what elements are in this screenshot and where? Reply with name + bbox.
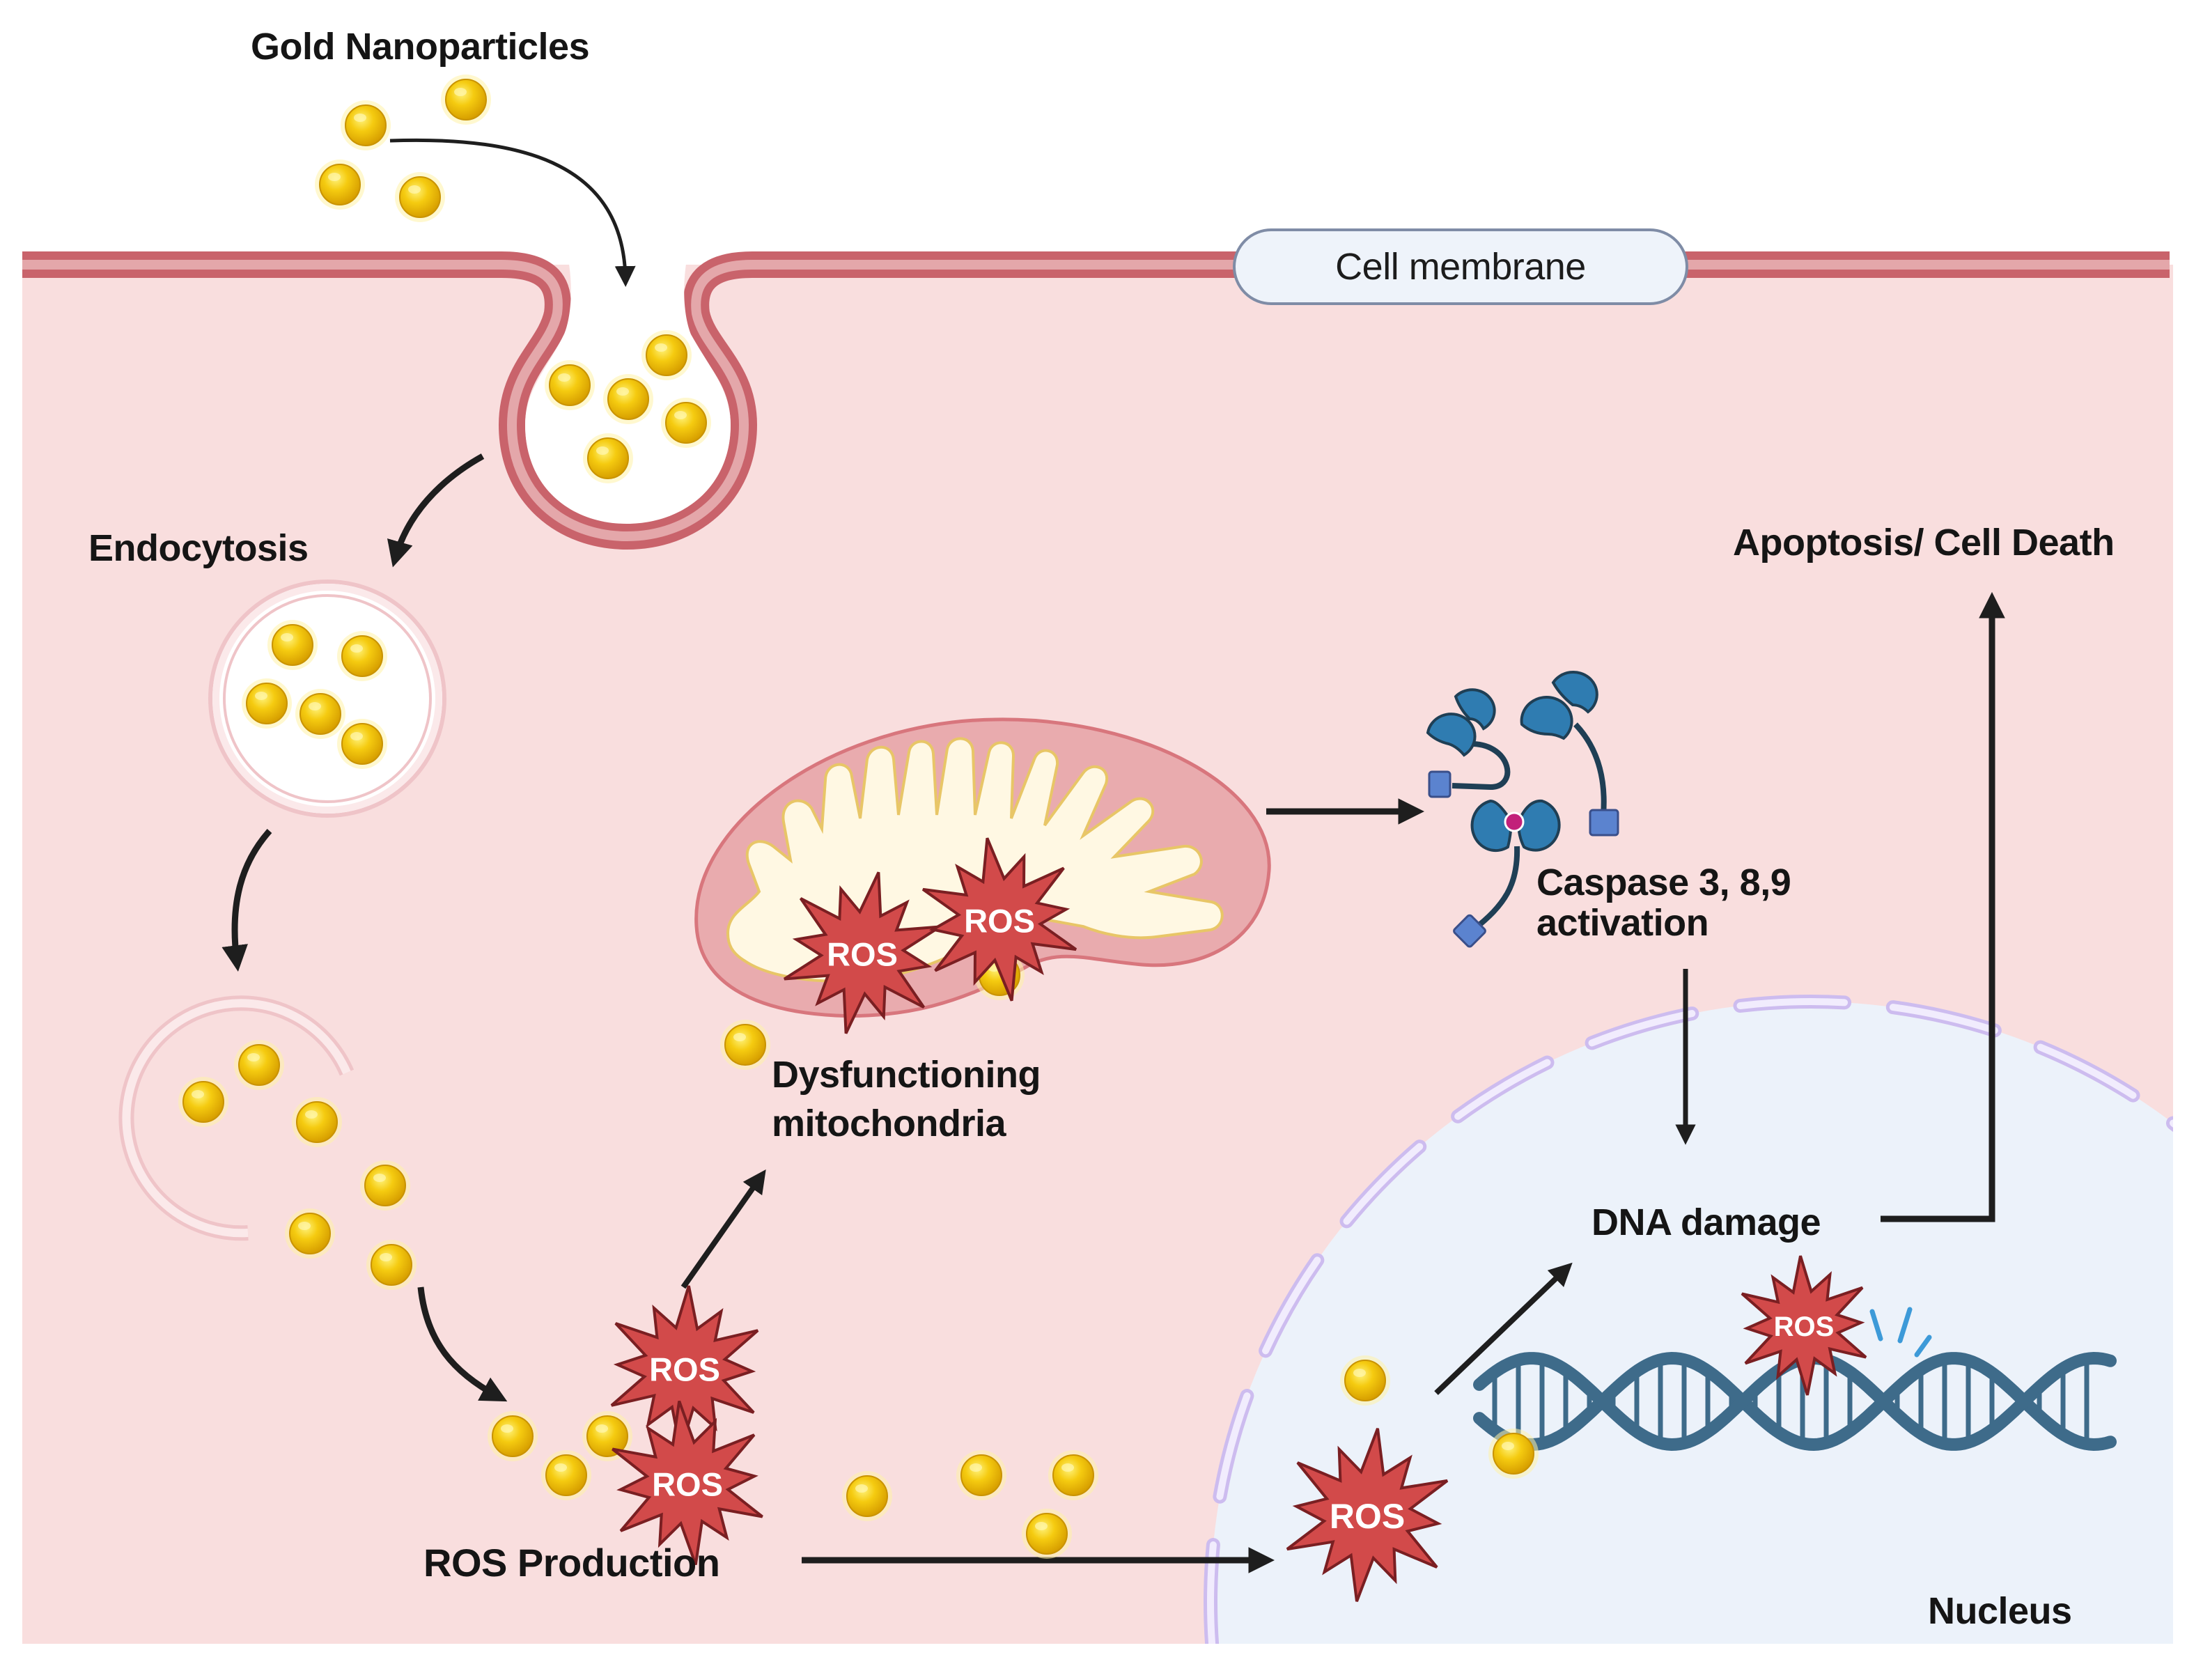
gold-nanoparticle	[1048, 1450, 1098, 1500]
gold-nanoparticle	[267, 620, 318, 670]
ruptured-endosome	[118, 995, 355, 1241]
arrow-nanoparticles-to-pit	[389, 138, 636, 287]
gold-nanoparticle	[295, 689, 345, 739]
caspase-inactive-1	[1426, 688, 1511, 798]
gold-nanoparticle	[1488, 1429, 1539, 1479]
ros-label: ROS	[1330, 1497, 1405, 1536]
ros-label: ROS	[1774, 1312, 1835, 1342]
gold-nanoparticle	[395, 172, 445, 222]
nucleus	[1204, 995, 2173, 1644]
label-dna-damage: DNA damage	[1591, 1201, 1821, 1243]
gold-nanoparticle	[661, 398, 711, 448]
gold-nanoparticle	[842, 1471, 892, 1521]
label-caspase-activation-line2: activation	[1536, 902, 1709, 944]
dna-break-marks	[1869, 1307, 1932, 1358]
caspase-group	[1426, 670, 1619, 948]
arrow-pit-to-endocytosis	[387, 453, 485, 568]
gold-nanoparticle	[488, 1411, 538, 1461]
gold-nanoparticle	[366, 1240, 417, 1290]
caspase-active	[1453, 799, 1561, 948]
label-nucleus: Nucleus	[1928, 1590, 2072, 1632]
ros-burst: ROS	[1286, 1428, 1449, 1602]
label-dysfunctioning-line1: Dysfunctioning	[772, 1054, 1041, 1096]
gold-nanoparticle	[603, 374, 653, 424]
gold-nanoparticle	[441, 75, 491, 125]
dna-strand-1	[1473, 1351, 2117, 1452]
label-gold-nanoparticles: Gold Nanoparticles	[251, 26, 590, 68]
label-ros-production: ROS Production	[423, 1541, 720, 1585]
gold-nanoparticle	[360, 1160, 410, 1211]
label-cell-membrane: Cell membrane	[1233, 228, 1688, 305]
gold-nanoparticles	[178, 75, 1539, 1559]
gold-nanoparticle	[234, 1040, 284, 1090]
ros-burst: ROS	[612, 1400, 763, 1566]
gold-nanoparticle	[178, 1077, 228, 1127]
gold-nanoparticle	[337, 631, 387, 681]
ros-burst: ROS	[610, 1285, 759, 1451]
label-apoptosis: Apoptosis/ Cell Death	[1733, 522, 2115, 563]
gold-nanoparticle	[1022, 1509, 1072, 1559]
label-endocytosis: Endocytosis	[88, 527, 309, 569]
gold-nanoparticle	[292, 1097, 342, 1147]
arrow-ros-to-mitochondria	[680, 1169, 766, 1289]
caspase-inactive-2	[1520, 670, 1619, 837]
ros-burst: ROS	[784, 871, 941, 1034]
gold-nanoparticle	[1340, 1355, 1390, 1406]
caspase-active-site	[1504, 811, 1525, 832]
ros-burst: ROS	[921, 837, 1077, 1002]
ros-label: ROS	[649, 1351, 720, 1388]
arrow-nucleus-to-dna-damage	[1434, 1262, 1573, 1395]
arrow-endosome-to-rupture	[221, 829, 272, 972]
ros-label: ROS	[964, 903, 1035, 940]
cell-membrane-text: Cell membrane	[1335, 246, 1586, 288]
gold-nanoparticle	[541, 1450, 591, 1500]
gold-nanoparticle	[341, 100, 391, 150]
gold-nanoparticle	[583, 433, 633, 483]
gold-nanoparticle	[242, 678, 292, 729]
arrows	[221, 138, 2005, 1573]
arrow-dna-damage-to-apoptosis	[1881, 591, 2005, 1222]
gold-nanoparticle	[956, 1450, 1006, 1500]
label-dysfunctioning-line2: mitochondria	[772, 1103, 1006, 1144]
gold-nanoparticle	[337, 719, 387, 769]
ros-bursts: ROS ROS ROS ROS ROS ROS	[610, 837, 1867, 1602]
dna-double-helix	[1473, 1351, 2117, 1452]
ros-label: ROS	[827, 936, 898, 973]
gold-nanoparticle	[285, 1208, 335, 1259]
label-caspase-activation-line1: Caspase 3, 8,9	[1536, 862, 1791, 903]
gold-nanoparticle	[720, 1020, 770, 1070]
gold-nanoparticle	[641, 330, 692, 380]
ros-burst: ROS	[1741, 1255, 1867, 1396]
arrow-rupture-to-ros	[417, 1286, 508, 1402]
gold-nanoparticle	[545, 360, 595, 410]
gold-nanoparticle	[582, 1411, 632, 1461]
ros-label: ROS	[652, 1466, 723, 1503]
gold-nanoparticle	[315, 160, 365, 210]
